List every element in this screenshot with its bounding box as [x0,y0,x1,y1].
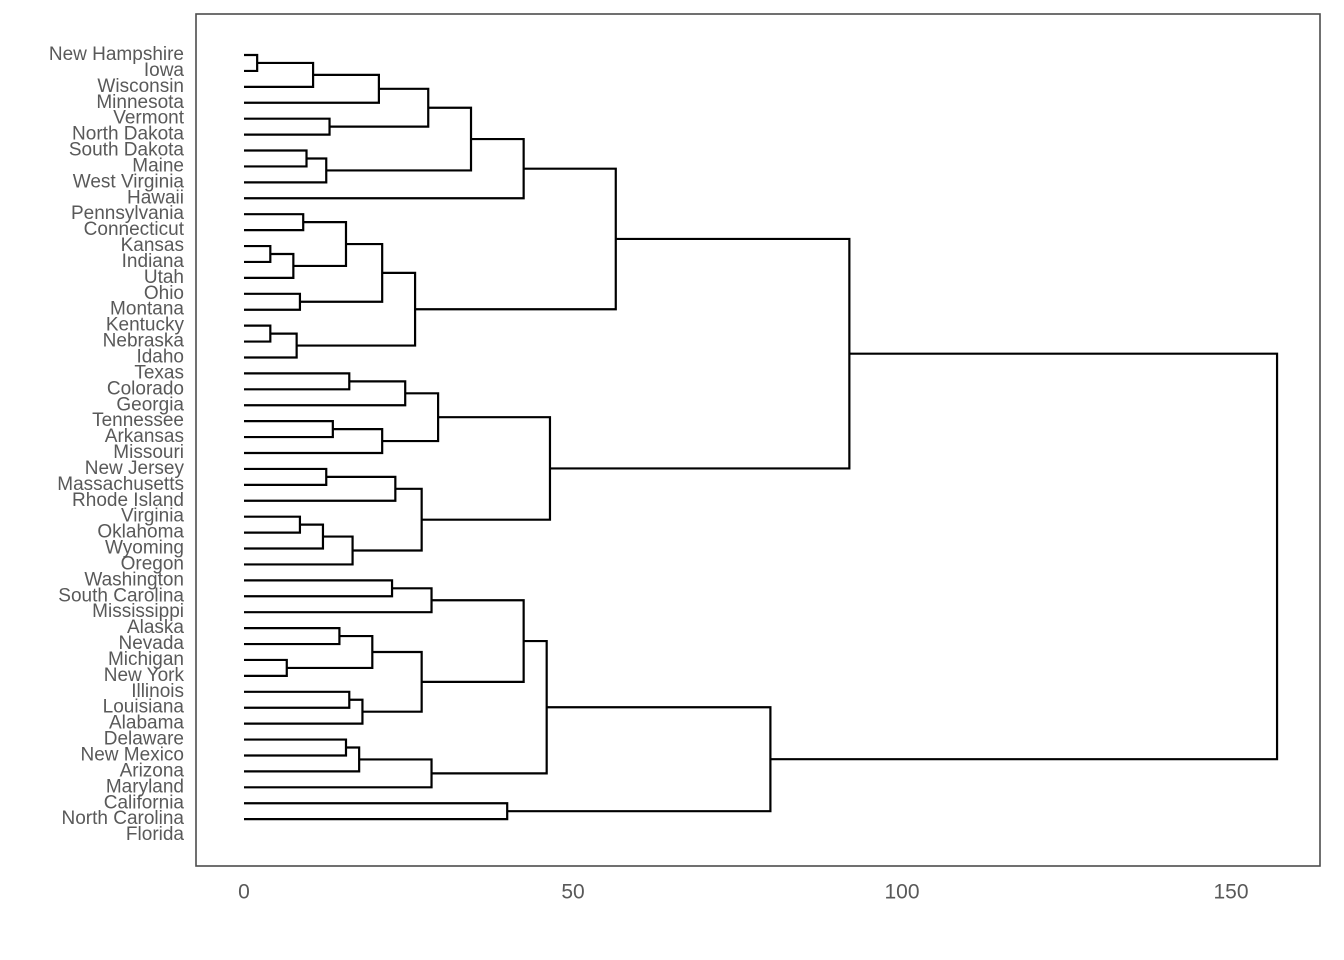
leaf-label: Wisconsin [97,76,184,97]
leaf-label: Tennessee [92,410,184,431]
leaf-label: Washington [84,569,184,590]
leaf-label: South Dakota [69,140,185,161]
leaf-label: Arkansas [105,426,184,447]
leaf-label: Wyoming [105,538,184,559]
leaf-label: Kansas [121,235,184,256]
leaf-label: Iowa [144,60,185,81]
leaf-label: Kentucky [106,315,185,336]
leaf-label: Hawaii [127,187,184,208]
leaf-label: Alaska [127,617,184,638]
leaf-label: Illinois [131,681,184,702]
x-axis-tick-labels: 0 50 100 150 [238,880,1248,903]
leaf-label: Georgia [116,394,184,415]
leaf-label: Oklahoma [97,522,184,543]
leaf-label: Vermont [113,108,184,129]
leaf-label: Maine [132,155,184,176]
leaf-label: South Carolina [58,585,184,606]
leaf-label: Montana [110,299,184,320]
leaf-label: Ohio [144,283,184,304]
x-tick-label: 100 [884,880,919,903]
leaf-label: Florida [126,824,185,845]
leaf-label: North Dakota [72,124,184,145]
leaf-label: New Hampshire [49,44,184,65]
x-tick-label: 50 [561,880,584,903]
leaf-labels: New HampshireIowaWisconsinMinnesotaVermo… [49,44,185,845]
leaf-label: Colorado [107,378,184,399]
leaf-label: Delaware [104,729,184,750]
leaf-label: Oregon [121,553,184,574]
leaf-label: Michigan [108,649,184,670]
leaf-label: Nebraska [103,331,185,352]
leaf-label: Minnesota [96,92,184,113]
leaf-label: New Mexico [81,744,184,765]
leaf-label: West Virginia [73,171,185,192]
plot-panel-border [195,13,1321,867]
leaf-label: Connecticut [84,219,185,240]
leaf-label: California [104,792,185,813]
leaf-label: Nevada [119,633,185,654]
leaf-label: Louisiana [103,697,185,718]
leaf-label: New York [104,665,185,686]
leaf-label: Texas [134,362,184,383]
leaf-label: Pennsylvania [71,203,184,224]
x-tick-label: 150 [1213,880,1248,903]
leaf-label: Utah [144,267,184,288]
leaf-label: Missouri [113,442,184,463]
leaf-label: Alabama [109,713,184,734]
dendrogram-links [244,53,1279,821]
leaf-label: New Jersey [85,458,185,479]
leaf-label: Virginia [121,506,184,527]
leaf-label: Maryland [106,776,184,797]
leaf-label: Idaho [136,346,184,367]
leaf-label: Massachusetts [57,474,184,495]
leaf-label: North Carolina [62,808,185,829]
leaf-label: Indiana [122,251,185,272]
dendrogram-link [770,352,1279,761]
x-tick-label: 0 [238,880,250,903]
leaf-label: Arizona [120,760,185,781]
leaf-label: Mississippi [92,601,184,622]
leaf-label: Rhode Island [72,490,184,511]
